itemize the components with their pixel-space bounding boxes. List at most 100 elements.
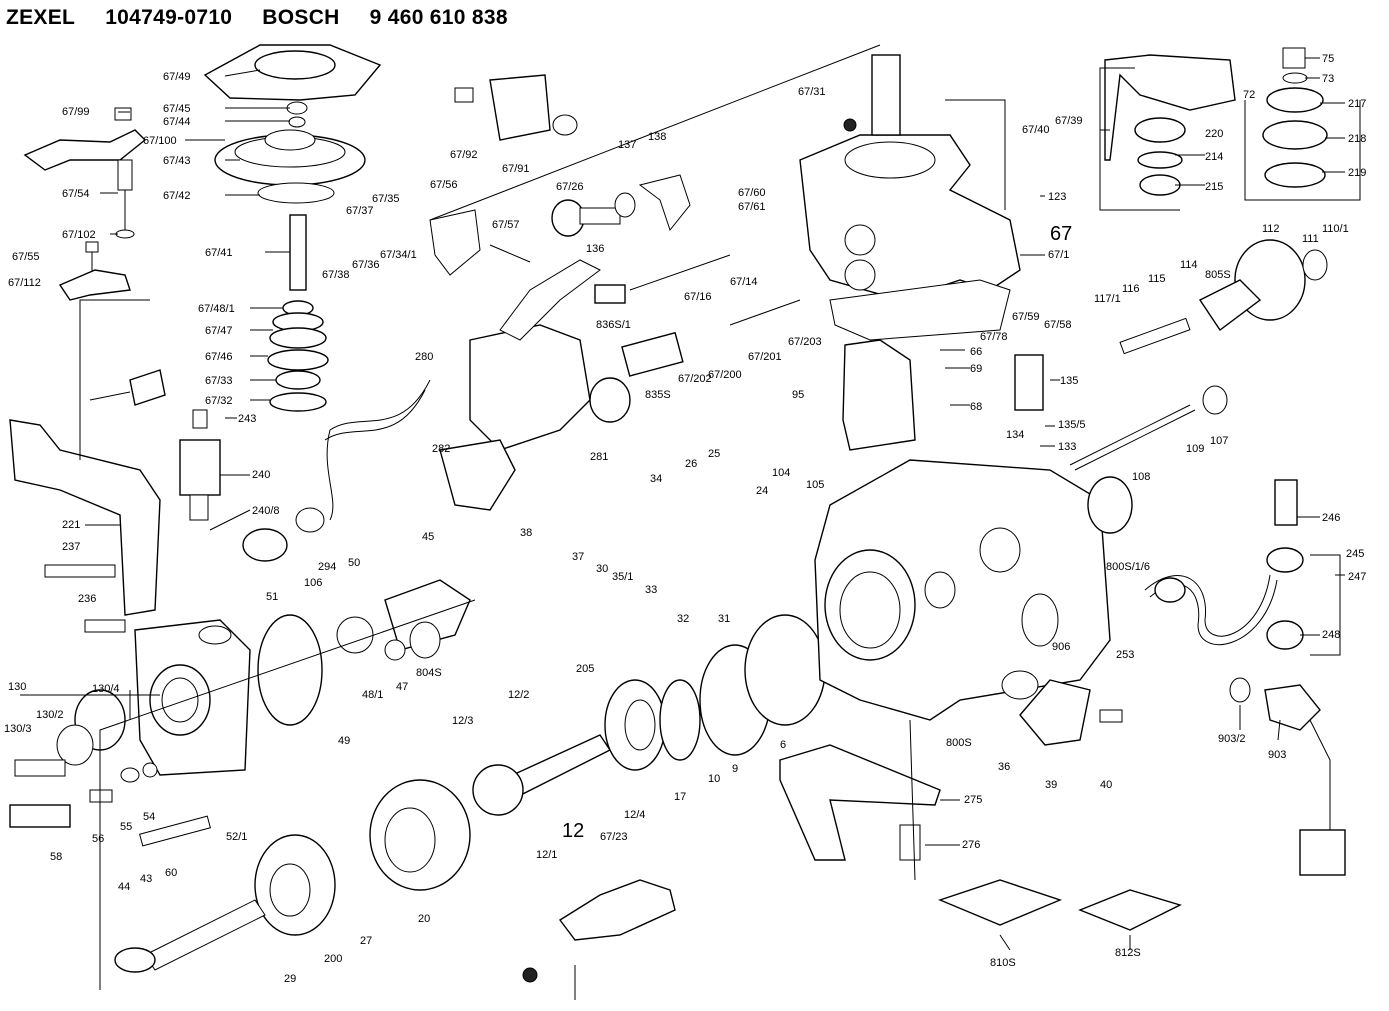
- part-label: 66: [970, 346, 982, 358]
- part-label: 67/38: [322, 269, 350, 281]
- part-label: 247: [1348, 571, 1366, 583]
- part-label: 117/1: [1094, 293, 1121, 305]
- part-label: 243: [238, 413, 256, 425]
- part-label: 75: [1322, 53, 1334, 65]
- part-label: 130: [8, 681, 26, 693]
- part-label: 906: [1052, 641, 1070, 653]
- part-label: 836S/1: [596, 319, 631, 331]
- part-label: 67/40: [1022, 124, 1050, 136]
- parts-drawing: [9, 44, 1346, 1000]
- part-label: 215: [1205, 181, 1223, 193]
- part-label: 12/3: [452, 715, 473, 727]
- part-label: 67/100: [143, 135, 177, 147]
- part-label: 67/42: [163, 190, 191, 202]
- part-label: 37: [572, 551, 584, 563]
- part-label: 67/48/1: [198, 303, 235, 315]
- part-label: 104: [772, 467, 790, 479]
- part-label: 135/5: [1058, 419, 1086, 431]
- part-label: 12/1: [536, 849, 557, 861]
- part-label: 67/57: [492, 219, 520, 231]
- part-label: 67/34/1: [380, 249, 417, 261]
- part-label: 218: [1348, 133, 1366, 145]
- part-label: 107: [1210, 435, 1228, 447]
- part-label: 35/1: [612, 571, 633, 583]
- part-label: 24: [756, 485, 768, 497]
- brand-label: ZEXEL: [6, 6, 76, 29]
- part-label: 248: [1322, 629, 1340, 641]
- part-label: 67/47: [205, 325, 233, 337]
- part-label: 55: [120, 821, 132, 833]
- part-label: 38: [520, 527, 532, 539]
- part-label: 48/1: [362, 689, 383, 701]
- part-label: 67/16: [684, 291, 712, 303]
- part-label: 31: [718, 613, 730, 625]
- part-label: 282: [432, 443, 450, 455]
- part-label: 276: [962, 839, 980, 851]
- part-label: 810S: [990, 957, 1016, 969]
- part-label: 136: [586, 243, 604, 255]
- part-label: 67/37: [346, 205, 374, 217]
- part-label: 903: [1268, 749, 1286, 761]
- part-label: 67/60: [738, 187, 766, 199]
- big-label-12: 12: [562, 820, 584, 842]
- part-label: 67/78: [980, 331, 1008, 343]
- part-label: 67/43: [163, 155, 191, 167]
- part-label: 67/35: [372, 193, 400, 205]
- part-label: 281: [590, 451, 608, 463]
- part-label: 67/54: [62, 188, 90, 200]
- part-label: 29: [284, 973, 296, 985]
- part-label: 67/99: [62, 106, 90, 118]
- part-label: 109: [1186, 443, 1204, 455]
- part-label: 67/61: [738, 201, 766, 213]
- part-label: 34: [650, 473, 662, 485]
- part-label: 220: [1205, 128, 1223, 140]
- part-label: 67/23: [600, 831, 628, 843]
- part-label: 800S/1/6: [1106, 561, 1150, 573]
- part-label: 67/31: [798, 86, 826, 98]
- leader-lines: [85, 57, 1345, 951]
- header: ZEXEL 104749-0710 BOSCH 9 460 610 838: [6, 6, 538, 36]
- part-label: 253: [1116, 649, 1134, 661]
- part-label: 123: [1048, 191, 1066, 203]
- part-label: 236: [78, 593, 96, 605]
- part-label: 58: [50, 851, 62, 863]
- part-label: 67/58: [1044, 319, 1072, 331]
- part-label: 43: [140, 873, 152, 885]
- part-label: 49: [338, 735, 350, 747]
- part-label: 54: [143, 811, 155, 823]
- group-outlines: [20, 44, 1361, 990]
- part-label: 219: [1348, 167, 1366, 179]
- bosch-number: 9 460 610 838: [369, 6, 508, 29]
- part-label: 67/92: [450, 149, 478, 161]
- part-label: 67/201: [748, 351, 782, 363]
- part-label: 67/200: [708, 369, 742, 381]
- part-label: 116: [1122, 283, 1140, 295]
- part-label: 60: [165, 867, 177, 879]
- part-label: 51: [266, 591, 278, 603]
- part-label: 67/1: [1048, 249, 1069, 261]
- part-label: 67/44: [163, 116, 191, 128]
- part-label: 69: [970, 363, 982, 375]
- part-label: 812S: [1115, 947, 1141, 959]
- big-label-67: 67: [1050, 223, 1072, 245]
- part-label: 245: [1346, 548, 1364, 560]
- bosch-label: BOSCH: [262, 6, 340, 29]
- part-label: 45: [422, 531, 434, 543]
- part-label: 67/112: [8, 277, 41, 289]
- part-label: 44: [118, 881, 130, 893]
- part-label: 67/39: [1055, 115, 1083, 127]
- part-label: 130/4: [92, 683, 120, 695]
- part-label: 67/14: [730, 276, 758, 288]
- part-label: 108: [1132, 471, 1150, 483]
- part-label: 67/33: [205, 375, 233, 387]
- part-label: 804S: [416, 667, 442, 679]
- part-label: 205: [576, 663, 594, 675]
- part-label: 10: [708, 773, 720, 785]
- part-label: 133: [1058, 441, 1076, 453]
- part-label: 200: [324, 953, 342, 965]
- part-label: 280: [415, 351, 433, 363]
- part-label: 246: [1322, 512, 1340, 524]
- part-label: 275: [964, 794, 982, 806]
- part-label: 30: [596, 563, 608, 575]
